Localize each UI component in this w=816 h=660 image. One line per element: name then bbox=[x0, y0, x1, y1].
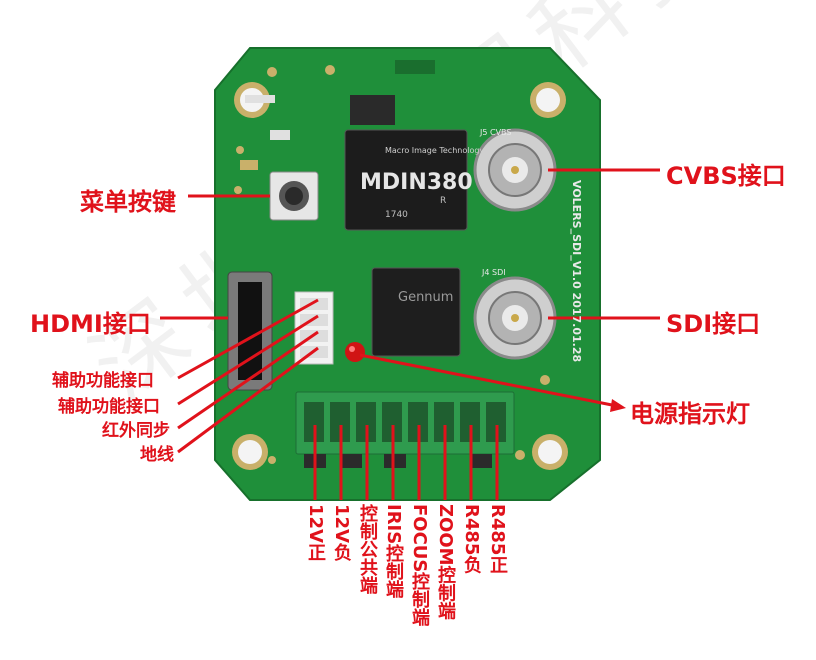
chip1-model: MDIN380 bbox=[360, 170, 473, 195]
terminal-label-2: 12V负 bbox=[331, 504, 352, 561]
label-sdi: SDI接口 bbox=[666, 310, 761, 338]
sdi-bnc-connector bbox=[473, 276, 557, 360]
label-ir-sync: 红外同步 bbox=[102, 421, 170, 441]
arrow-power-led bbox=[610, 399, 626, 412]
mdin380-chip bbox=[344, 129, 468, 231]
chip1-sub: R bbox=[440, 196, 447, 206]
line-aux2 bbox=[177, 314, 319, 406]
terminal-label-4: IRIS控制端 bbox=[383, 504, 404, 599]
label-hdmi: HDMI接口 bbox=[30, 310, 151, 338]
sdi-silk: J4 SDI bbox=[482, 268, 506, 277]
power-led bbox=[345, 342, 365, 362]
line-power-led bbox=[359, 353, 613, 407]
terminal-label-8: R485正 bbox=[487, 504, 508, 574]
chip1-brand: Macro Image Technology bbox=[385, 146, 485, 155]
line-ground bbox=[177, 346, 319, 454]
line-aux1 bbox=[177, 298, 319, 380]
callout-lines bbox=[160, 168, 660, 500]
label-aux2: 辅助功能接口 bbox=[58, 397, 160, 417]
mounting-hole-bl bbox=[232, 434, 268, 470]
menu-button-component bbox=[269, 171, 319, 221]
terminal-label-3: 控制公共端 bbox=[357, 504, 378, 594]
label-cvbs: CVBS接口 bbox=[666, 162, 786, 190]
terminal-label-7: R485负 bbox=[461, 504, 482, 574]
terminal-label-6: ZOOM控制端 bbox=[435, 504, 456, 620]
gennum-chip bbox=[371, 267, 461, 357]
terminal-block bbox=[295, 391, 515, 468]
label-menu-button: 菜单按键 bbox=[80, 188, 176, 216]
board-silkscreen: VOLERS_SDI_V1.0 2017.01.28 bbox=[570, 180, 583, 363]
terminal-label-1: 12V正 bbox=[305, 504, 326, 561]
label-aux1: 辅助功能接口 bbox=[52, 371, 154, 391]
label-ground: 地线 bbox=[140, 445, 174, 465]
mounting-hole-br bbox=[532, 434, 568, 470]
chip2-brand: Gennum bbox=[398, 290, 454, 305]
cvbs-bnc-connector bbox=[473, 128, 557, 212]
chip1-code: 1740 bbox=[385, 210, 408, 220]
line-ir-sync bbox=[177, 330, 319, 430]
label-power-led: 电源指示灯 bbox=[630, 400, 750, 428]
mounting-hole-tr bbox=[530, 82, 566, 118]
cvbs-silk: J5 CVBS bbox=[480, 128, 512, 137]
terminal-label-5: FOCUS控制端 bbox=[409, 504, 430, 627]
